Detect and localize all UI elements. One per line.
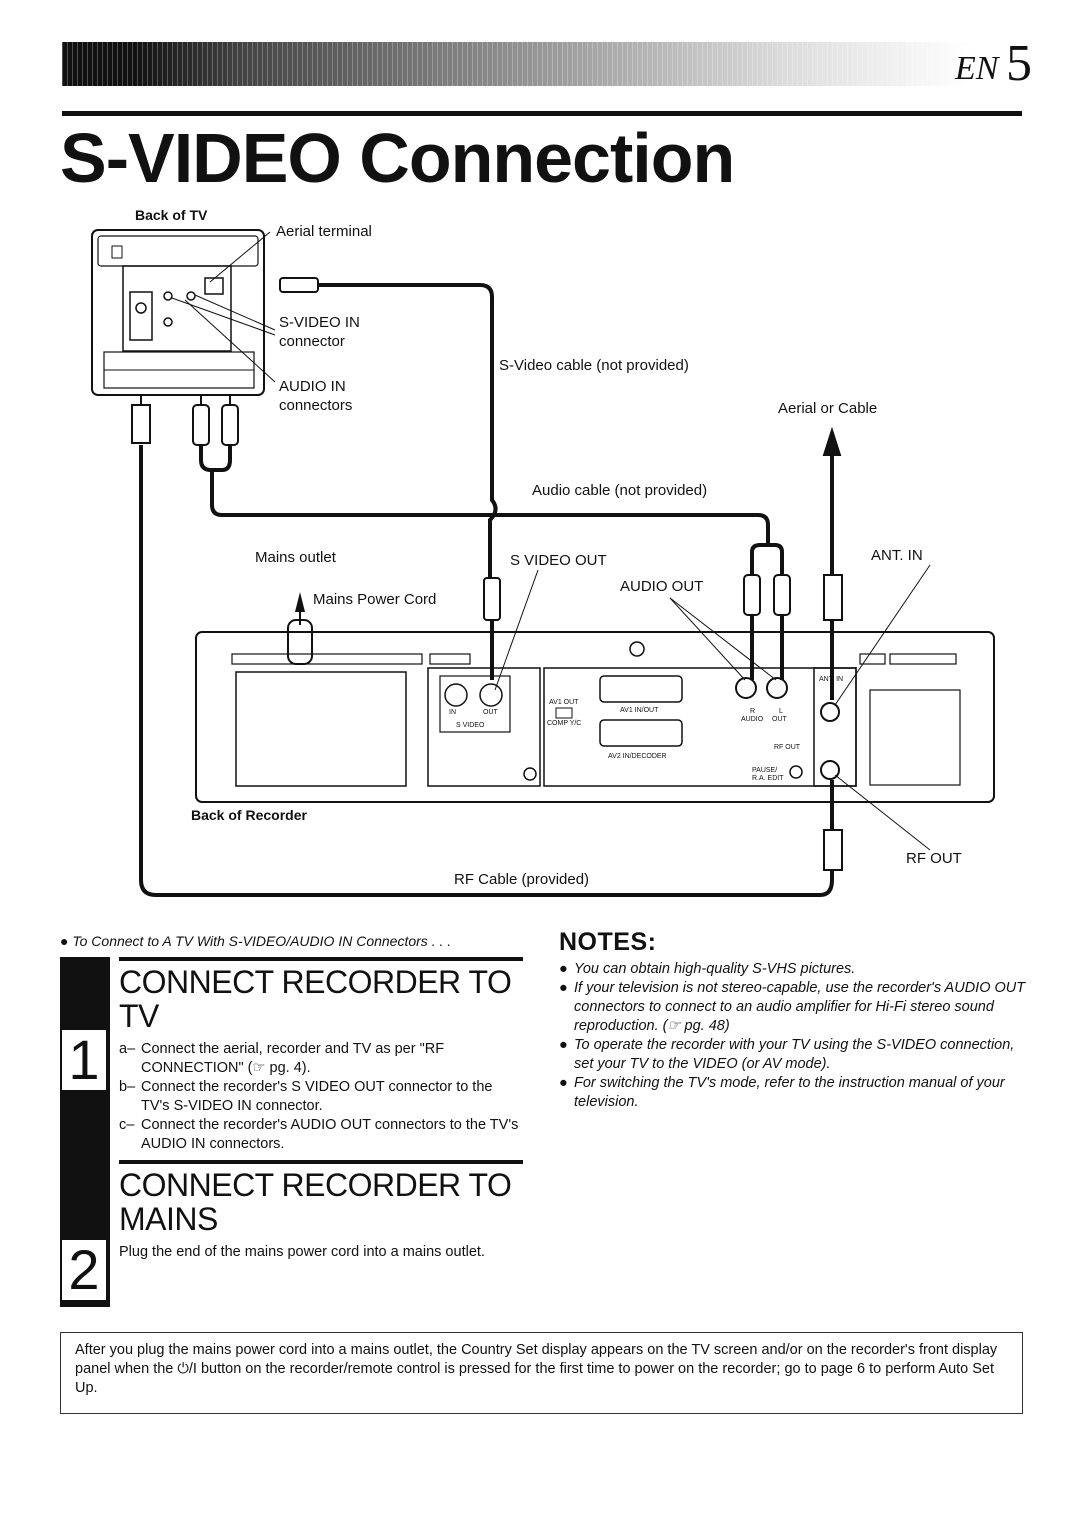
panel-pause-label: PAUSE/ <box>752 767 778 774</box>
ant-in-label: ANT. IN <box>871 547 923 564</box>
audio-cable-label: Audio cable (not provided) <box>532 482 708 499</box>
panel-audio-label: AUDIO <box>741 716 764 723</box>
panel-rf-out-label: RF OUT <box>774 744 801 751</box>
panel-av1-inout-label: AV1 IN/OUT <box>620 707 659 714</box>
step-2-body: Plug the end of the mains power cord int… <box>119 1244 485 1260</box>
step-1-item-a: a–Connect the aerial, recorder and TV as… <box>119 1041 445 1076</box>
header-gradient-bar <box>62 42 972 86</box>
panel-r-label: R <box>750 708 756 715</box>
step-1-title: CONNECT RECORDER TO TV <box>119 964 512 1034</box>
notes-list: ●You can obtain high-quality S-VHS pictu… <box>559 960 1029 1112</box>
language-label: EN <box>955 50 999 87</box>
back-of-recorder-label: Back of Recorder <box>191 807 307 823</box>
svideo-in-label: S-VIDEO IN <box>279 314 360 331</box>
panel-ant-in-label: ANT. IN <box>819 676 844 683</box>
note-item: ●To operate the recorder with your TV us… <box>559 1037 1015 1072</box>
header-stripes <box>62 42 972 86</box>
step-1-item-c: c–Connect the recorder's AUDIO OUT conne… <box>119 1117 519 1152</box>
page-number: 5 <box>1006 35 1032 92</box>
panel-l-label: L <box>779 708 783 715</box>
note-item: ●For switching the TV's mode, refer to t… <box>559 1075 1005 1110</box>
panel-av2-decoder-label: AV2 IN/DECODER <box>608 753 667 760</box>
info-box: After you plug the mains power cord into… <box>60 1332 1023 1414</box>
panel-out2-label: OUT <box>772 716 787 723</box>
title-rule <box>62 111 1022 116</box>
intro-text: To Connect to A TV With S-VIDEO/AUDIO IN… <box>72 933 452 949</box>
mains-power-cord-label: Mains Power Cord <box>313 591 437 608</box>
aerial-or-cable-label: Aerial or Cable <box>778 400 878 417</box>
rf-out-label: RF OUT <box>906 850 962 867</box>
svideo-in-sub-label: connector <box>279 333 345 350</box>
step-2-number: 2 <box>62 1240 106 1300</box>
panel-ra-edit-label: R.A. EDIT <box>752 775 784 782</box>
s-video-out-label: S VIDEO OUT <box>510 552 607 569</box>
note-item: ●If your television is not stereo-capabl… <box>559 980 1026 1034</box>
tv-back-illustration <box>91 229 265 396</box>
step-1-rule <box>119 957 523 961</box>
note-item: ●You can obtain high-quality S-VHS pictu… <box>559 961 856 977</box>
intro-line: ● To Connect to A TV With S-VIDEO/AUDIO … <box>60 933 452 949</box>
panel-av1-out-label: AV1 OUT <box>549 699 579 706</box>
mains-outlet-label: Mains outlet <box>255 549 336 566</box>
step-1-item-b: b–Connect the recorder's S VIDEO OUT con… <box>119 1079 493 1114</box>
panel-s-video-label: S VIDEO <box>456 722 485 729</box>
notes-heading: NOTES: <box>559 928 657 956</box>
back-of-tv-label: Back of TV <box>135 207 208 223</box>
audio-in-label: AUDIO IN <box>279 378 346 395</box>
step-2-title: CONNECT RECORDER TO MAINS <box>119 1167 512 1237</box>
panel-comp-yc-label: COMP Y/C <box>547 720 582 727</box>
rf-cable-label: RF Cable (provided) <box>454 871 590 888</box>
panel-in-label: IN <box>449 709 456 716</box>
audio-out-label: AUDIO OUT <box>620 578 704 595</box>
page-title: S-VIDEO Connection <box>60 119 735 197</box>
audio-in-sub-label: connectors <box>279 397 353 414</box>
aerial-terminal-label: Aerial terminal <box>276 223 372 240</box>
step-2-rule <box>119 1160 523 1164</box>
panel-out-label: OUT <box>483 709 498 716</box>
step-1-number: 1 <box>62 1030 106 1090</box>
connection-diagram <box>91 229 995 897</box>
step-1-body: a–Connect the aerial, recorder and TV as… <box>119 1040 523 1154</box>
recorder-back-illustration <box>195 619 995 803</box>
svideo-cable-label: S-Video cable (not provided) <box>499 357 689 374</box>
